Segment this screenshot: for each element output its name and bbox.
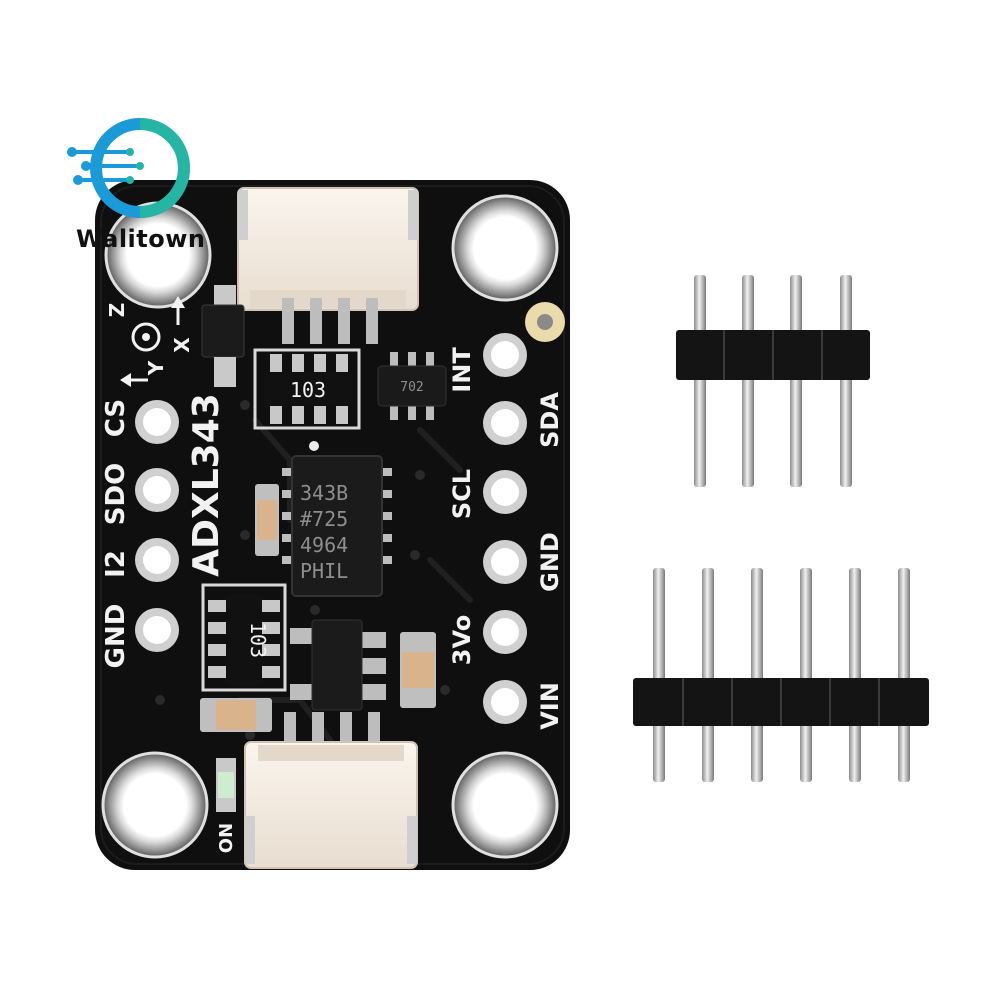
transistor — [201, 285, 245, 387]
pin-header-6 — [633, 568, 929, 782]
resistor-array-left: 103 — [201, 583, 287, 692]
pad-vin — [483, 680, 527, 724]
header-6-pins — [653, 568, 910, 782]
circuit-d-logo-icon — [67, 118, 190, 218]
pad-i2 — [135, 538, 179, 582]
small-ic-chip: 702 — [377, 352, 447, 420]
pin-label-scl: SCL — [448, 469, 476, 519]
pin-label-vin: VIN — [536, 682, 564, 730]
resistor-array-top: 103 — [253, 348, 361, 430]
chip-line-2: #725 — [300, 507, 348, 531]
brand-watermark-text: Walitown — [76, 225, 206, 253]
resistor-top-marking: 103 — [290, 378, 326, 402]
pad-3vo — [483, 610, 527, 654]
pad-cs — [135, 400, 179, 444]
mounting-hole-bottom-left — [101, 751, 209, 859]
stemma-connector-bottom — [244, 712, 418, 869]
chip-line-3: 4964 — [300, 533, 348, 557]
capacitor-bottom — [200, 698, 272, 732]
pin-label-sda: SDA — [536, 392, 564, 448]
pin-label-i2: I2 — [101, 550, 131, 578]
chip-line-1: 343B — [300, 481, 348, 505]
chip-line-4: PHIL — [300, 559, 348, 583]
pad-gnd-left — [135, 608, 179, 652]
pad-sda — [483, 401, 527, 445]
pin-label-sdo: SDO — [101, 463, 131, 525]
pin-label-gnd-right: GND — [536, 532, 564, 592]
pin-label-int: INT — [448, 347, 476, 393]
adxl343-chip: 343B #725 4964 PHIL — [282, 441, 392, 597]
adxl343-board: 103 702 343B #725 4964 — [95, 180, 570, 870]
axis-x-label: X — [170, 337, 194, 353]
mounting-hole-top-right — [451, 194, 559, 302]
power-led — [216, 758, 236, 812]
axis-z-label: Z — [105, 303, 129, 318]
voltage-regulator — [290, 619, 386, 711]
mounting-hole-bottom-right — [451, 751, 559, 859]
pad-sdo — [135, 468, 179, 512]
header-4-pins — [694, 275, 852, 487]
pin-label-cs: CS — [101, 399, 131, 437]
header-4-housing — [676, 330, 870, 380]
axis-y-label: Y — [144, 360, 168, 376]
pin-label-3vo: 3Vo — [448, 615, 476, 665]
stemma-connector-top — [237, 187, 419, 344]
left-pin-pads — [135, 400, 179, 652]
mounting-hole-top-left — [104, 201, 212, 309]
header-6-housing — [633, 678, 929, 726]
capacitor-right — [400, 632, 436, 708]
pad-scl — [483, 470, 527, 514]
pin-label-gnd-left: GND — [101, 604, 131, 669]
pad-int — [483, 333, 527, 377]
pin-header-4 — [676, 275, 870, 487]
led-label: ON — [216, 823, 237, 853]
pad-gnd-right — [483, 540, 527, 584]
right-pin-pads — [483, 333, 527, 724]
board-name-label: ADXL343 — [186, 393, 227, 577]
axis-indicator: Z X Y — [105, 296, 194, 387]
capacitor-left — [255, 484, 279, 556]
small-chip-marking: 702 — [400, 380, 423, 395]
resistor-left-marking: 103 — [246, 622, 270, 658]
